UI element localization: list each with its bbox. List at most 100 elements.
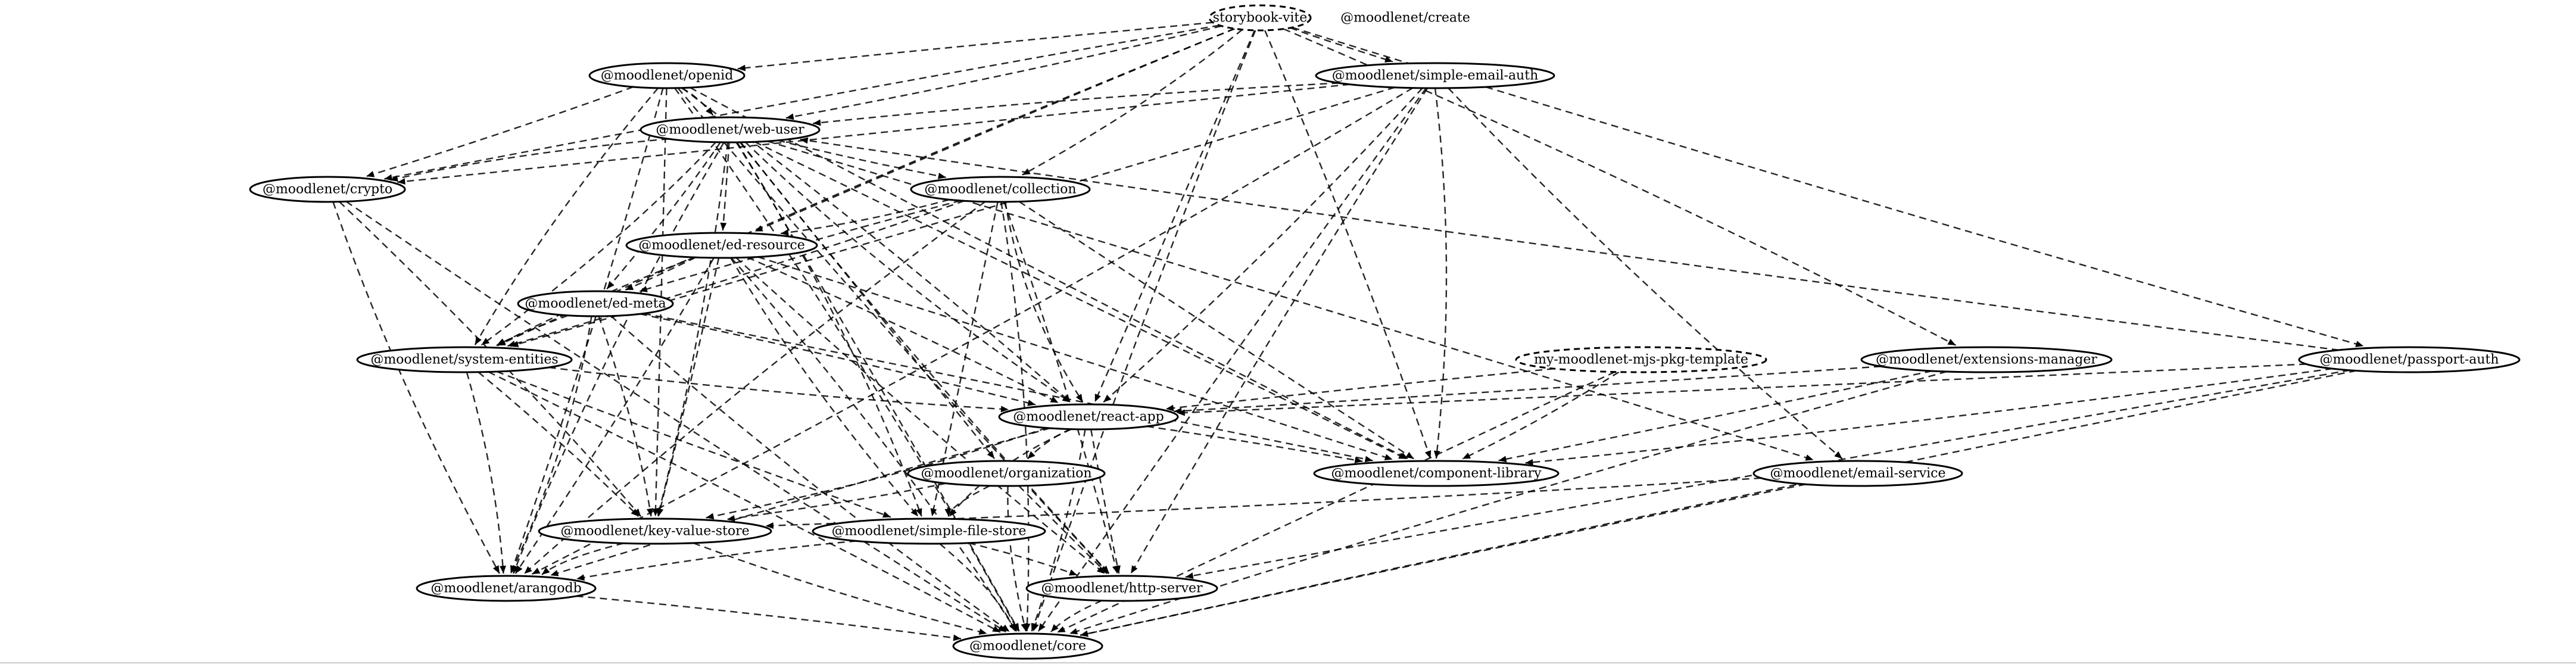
arrowhead-ed-meta-to-react-app [1027,400,1036,406]
node-ed-meta[interactable]: @moodlenet/ed-meta [517,290,674,317]
node-shape-crypto [249,176,406,203]
edge-crypto-to-arangodb [332,201,500,574]
arrowhead-email-service-to-core [1080,630,1089,637]
node-component-library[interactable]: @moodlenet/component-library [1313,460,1560,487]
node-shape-ed-meta [517,290,674,317]
node-simple-file-store[interactable]: @moodlenet/simple-file-store [812,518,1046,545]
arrowhead-organization-to-core [1021,623,1028,632]
node-label-web-user: @moodlenet/web-user [656,123,804,138]
arrowhead-collection-to-ed-resource [781,229,789,236]
node-core[interactable]: @moodlenet/core [952,632,1103,660]
edge-storybook-vite-to-openid [737,21,1214,70]
node-web-user[interactable]: @moodlenet/web-user [640,116,821,144]
arrowhead-ed-resource-to-simple-file-store [910,508,918,517]
edge-storybook-vite-to-component-library [1264,30,1432,459]
arrowhead-storybook-vite-to-extensions-manager [1947,338,1956,345]
node-label-simple-file-store: @moodlenet/simple-file-store [832,524,1027,539]
node-collection[interactable]: @moodlenet/collection [910,176,1091,203]
node-simple-email-auth[interactable]: @moodlenet/simple-email-auth [1315,62,1555,89]
node-ed-resource[interactable]: @moodlenet/ed-resource [625,232,818,259]
arrowhead-collection-to-component-library [1405,451,1414,459]
node-crypto[interactable]: @moodlenet/crypto [249,176,406,203]
edge-ed-meta-to-component-library [643,313,1373,462]
edge-key-value-store-to-arangodb [541,543,624,575]
node-passport-auth[interactable]: @moodlenet/passport-auth [2298,346,2521,373]
arrowhead-system-entities-to-simple-file-store [882,511,891,518]
edge-openid-to-system-entities [474,88,659,345]
arrowhead-extensions-manager-to-component-library [1498,456,1507,463]
arrowhead-passport-auth-to-http-server [1185,572,1194,579]
edge-passport-auth-to-core [1080,370,2357,636]
node-key-value-store[interactable]: @moodlenet/key-value-store [538,518,772,545]
edge-storybook-vite-to-core [1033,30,1256,632]
edge-simple-email-auth-to-crypto [397,83,1351,183]
arrowhead-react-app-to-component-library [1354,457,1363,463]
arrowhead-simple-file-store-to-arangodb [576,574,585,581]
edge-simple-file-store-to-http-server [968,542,1078,576]
node-label-core: @moodlenet/core [969,639,1086,654]
edge-organization-to-http-server [1018,485,1108,575]
edge-ed-meta-to-arangodb [510,316,592,574]
edge-collection-to-component-library [1018,201,1414,460]
arrowhead-storybook-vite-to-simple-email-auth [1384,56,1393,63]
node-create[interactable]: @moodlenet/create [1340,11,1470,26]
edge-react-app-to-key-value-store [706,427,1047,519]
edge-system-entities-to-simple-file-store [496,370,891,518]
arrowhead-storybook-vite-to-passport-auth [2355,341,2364,347]
arrowhead-storybook-vite-to-react-app [1094,394,1101,403]
arrowhead-ed-resource-to-key-value-store [657,508,664,517]
edge-ed-resource-to-http-server [735,257,1106,575]
arrowhead-web-user-to-organization [987,450,995,459]
node-shape-react-app [998,403,1179,431]
node-system-entities[interactable]: @moodlenet/system-entities [356,346,573,373]
edge-openid-to-component-library [690,86,1409,460]
node-react-app[interactable]: @moodlenet/react-app [998,403,1179,431]
arrowhead-system-entities-to-core [992,625,1001,632]
edge-collection-to-system-entities [507,200,965,347]
node-mjs-template[interactable]: my-moodlenet-mjs-pkg-template [1515,346,1767,373]
node-arangodb[interactable]: @moodlenet/arangodb [416,575,597,602]
edge-ed-resource-to-react-app [747,257,1059,404]
node-openid[interactable]: @moodlenet/openid [588,62,746,89]
node-storybook-vite[interactable]: storybook-vite [1208,4,1312,32]
node-organization[interactable]: @moodlenet/organization [907,460,1106,487]
node-label-collection: @moodlenet/collection [924,182,1076,197]
edge-http-server-to-core [1050,600,1103,632]
arrowhead-openid-to-system-entities [475,336,482,345]
node-label-crypto: @moodlenet/crypto [263,182,392,197]
edge-ed-meta-to-key-value-store [598,316,652,517]
edge-storybook-vite-to-web-user [785,25,1222,119]
node-label-email-service: @moodlenet/email-service [1770,466,1945,481]
node-shape-extensions-manager [1860,346,2113,373]
edge-mjs-template-to-core [1056,371,1616,633]
arrowhead-web-user-to-email-service [1805,454,1814,461]
edge-openid-to-arangodb [510,88,664,574]
node-label-organization: @moodlenet/organization [921,466,1091,481]
arrowhead-ed-meta-to-system-entities [497,338,506,346]
edge-openid-to-core [674,88,1019,632]
arrowhead-passport-auth-to-web-user [800,137,809,144]
edge-react-app-to-http-server [1090,429,1120,574]
edge-web-user-to-collection [778,139,946,179]
node-label-system-entities: @moodlenet/system-entities [370,353,558,367]
arrowhead-simple-email-auth-to-email-service [1834,451,1842,459]
edge-simple-email-auth-to-http-server [1130,88,1429,574]
edge-ed-meta-to-react-app [640,313,1036,406]
node-shape-system-entities [356,346,573,373]
edge-mjs-template-to-component-library [1462,371,1620,460]
arrowhead-ed-resource-to-react-app [1050,396,1059,403]
node-label-arangodb: @moodlenet/arangodb [431,581,581,596]
arrowhead-organization-to-simple-file-store [944,509,952,517]
node-extensions-manager[interactable]: @moodlenet/extensions-manager [1860,346,2113,373]
edge-web-user-to-crypto [389,138,669,181]
arrowhead-system-entities-to-key-value-store [631,509,639,517]
node-email-service[interactable]: @moodlenet/email-service [1752,460,1963,487]
arrowhead-collection-to-react-app [1075,394,1083,403]
node-http-server[interactable]: @moodlenet/http-server [1025,575,1218,602]
arrowhead-react-app-to-key-value-store [706,513,715,520]
arrowhead-web-user-to-ed-resource [720,222,727,231]
edge-passport-auth-to-react-app [1177,363,2307,414]
arrowhead-collection-to-arangodb [524,566,532,574]
edge-system-entities-to-react-app [548,366,1009,410]
arrowhead-simple-email-auth-to-react-app [1103,394,1112,403]
